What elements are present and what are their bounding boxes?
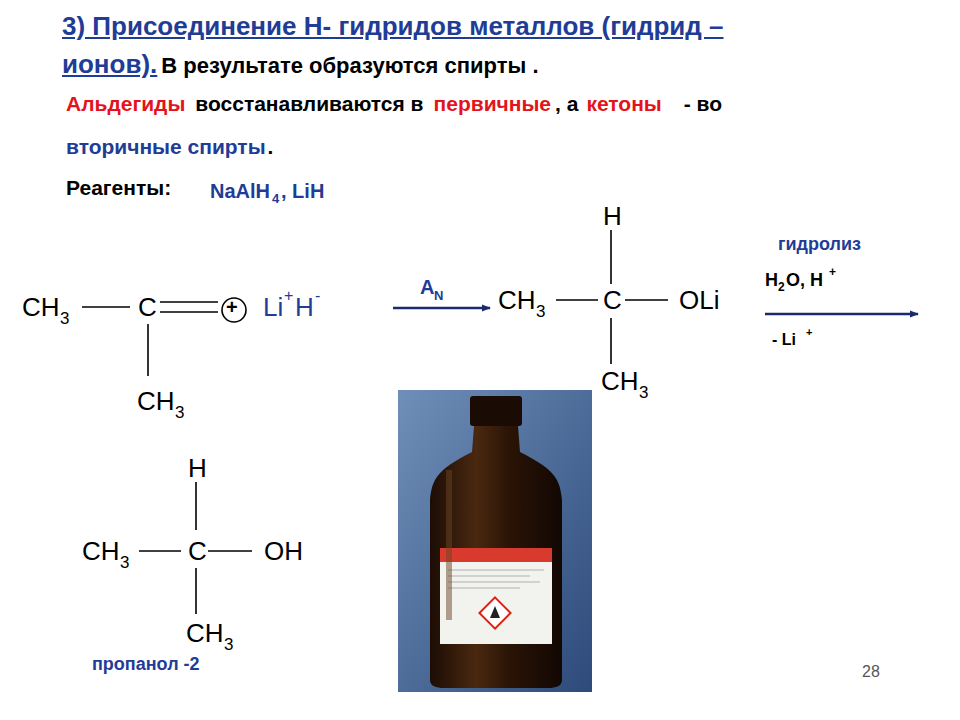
superscript: + bbox=[829, 266, 836, 278]
text-line: вторичные спирты. bbox=[66, 133, 946, 160]
body-text: - во bbox=[684, 92, 722, 115]
subscript: 3 bbox=[60, 310, 69, 327]
body-text: , а bbox=[555, 92, 578, 115]
atom-label: CH bbox=[82, 538, 120, 564]
superscript: + bbox=[806, 327, 812, 338]
atom-label: OH bbox=[264, 538, 303, 564]
atom-label: C bbox=[188, 538, 207, 564]
condition-label: - Li bbox=[772, 332, 796, 348]
bottle-photo bbox=[398, 390, 592, 692]
atom-label: C bbox=[138, 294, 157, 320]
subscript: 3 bbox=[536, 303, 545, 320]
atom-label: CH bbox=[186, 620, 224, 646]
atom-label: H bbox=[295, 294, 314, 320]
subscript: 3 bbox=[224, 636, 233, 653]
reagents-label: Реагенты: bbox=[66, 177, 171, 198]
atom-label: CH bbox=[601, 368, 639, 394]
atom-label: OLi bbox=[679, 287, 719, 313]
term: кетоны bbox=[586, 92, 661, 115]
atom-label: H bbox=[188, 455, 207, 481]
subscript: N bbox=[434, 289, 443, 302]
compound-name: пропанол -2 bbox=[92, 655, 200, 673]
body-text: . bbox=[268, 135, 274, 158]
condition-label: O, H bbox=[786, 271, 823, 289]
superscript: + bbox=[284, 288, 293, 304]
plus-sign: + bbox=[226, 297, 238, 317]
subscript: 4 bbox=[272, 192, 279, 205]
subscript: 3 bbox=[639, 384, 648, 401]
subscript: 2 bbox=[778, 281, 785, 293]
slide-number: 28 bbox=[862, 664, 880, 680]
superscript: - bbox=[315, 288, 320, 304]
term: Альдегиды bbox=[66, 92, 185, 115]
condition-label: H bbox=[765, 271, 778, 289]
atom-label: CH bbox=[137, 388, 175, 414]
atom-label: CH bbox=[498, 287, 536, 313]
subscript: 3 bbox=[175, 404, 184, 421]
atom-label: C bbox=[603, 287, 622, 313]
term: вторичные спирты bbox=[66, 135, 266, 158]
text-line: 3) Присоединение Н- гидридов металлов (г… bbox=[62, 8, 822, 83]
formula: , LiH bbox=[281, 181, 324, 201]
intro-text: В результате образуются спирты . bbox=[161, 53, 538, 78]
atom-label: H bbox=[603, 203, 622, 229]
text-line: Альдегиды восстанавливаются в первичные, а… bbox=[66, 90, 946, 117]
term: первичные bbox=[434, 92, 552, 115]
atom-label: Li bbox=[263, 294, 283, 320]
atom-label: CH bbox=[22, 294, 60, 320]
subscript: 3 bbox=[120, 554, 129, 571]
reaction-arrows bbox=[393, 308, 918, 314]
condition-label: гидролиз bbox=[778, 235, 861, 253]
mechanism-label: A bbox=[420, 277, 434, 297]
formula: NaAlH bbox=[210, 181, 270, 201]
body-text: восстанавливаются в bbox=[195, 92, 423, 115]
